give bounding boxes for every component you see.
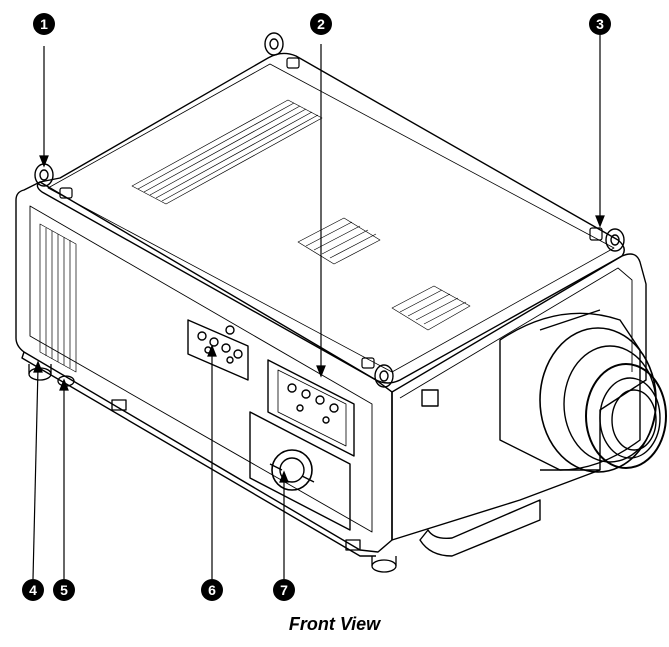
callout-4: 4 [22, 579, 44, 601]
top-vent-large [131, 99, 323, 205]
callout-5: 5 [53, 579, 75, 601]
power-panel [249, 411, 351, 531]
lifting-eyelet-front [374, 364, 394, 388]
callout-3: 3 [589, 13, 611, 35]
callout-7: 7 [273, 579, 295, 601]
lifting-eyelet-top [264, 32, 284, 56]
top-vent-middle [297, 217, 381, 265]
feet [28, 364, 397, 573]
rigging-mounts [59, 57, 603, 369]
callout-6: 6 [201, 579, 223, 601]
top-panel [36, 52, 625, 384]
callout-1: 1 [33, 13, 55, 35]
front-handle [419, 499, 541, 557]
input-panel [267, 359, 355, 457]
keypad [187, 319, 249, 381]
callout-2: 2 [310, 13, 332, 35]
side-vent [39, 223, 77, 373]
front-face [15, 181, 393, 557]
lens-assembly [499, 309, 667, 473]
leader-lines [32, 35, 605, 580]
side-badge [421, 389, 439, 407]
right-face [383, 253, 647, 541]
figure-caption: Front View [288, 614, 381, 634]
top-vent-right [391, 285, 471, 331]
lifting-eyelet-right [605, 228, 625, 252]
